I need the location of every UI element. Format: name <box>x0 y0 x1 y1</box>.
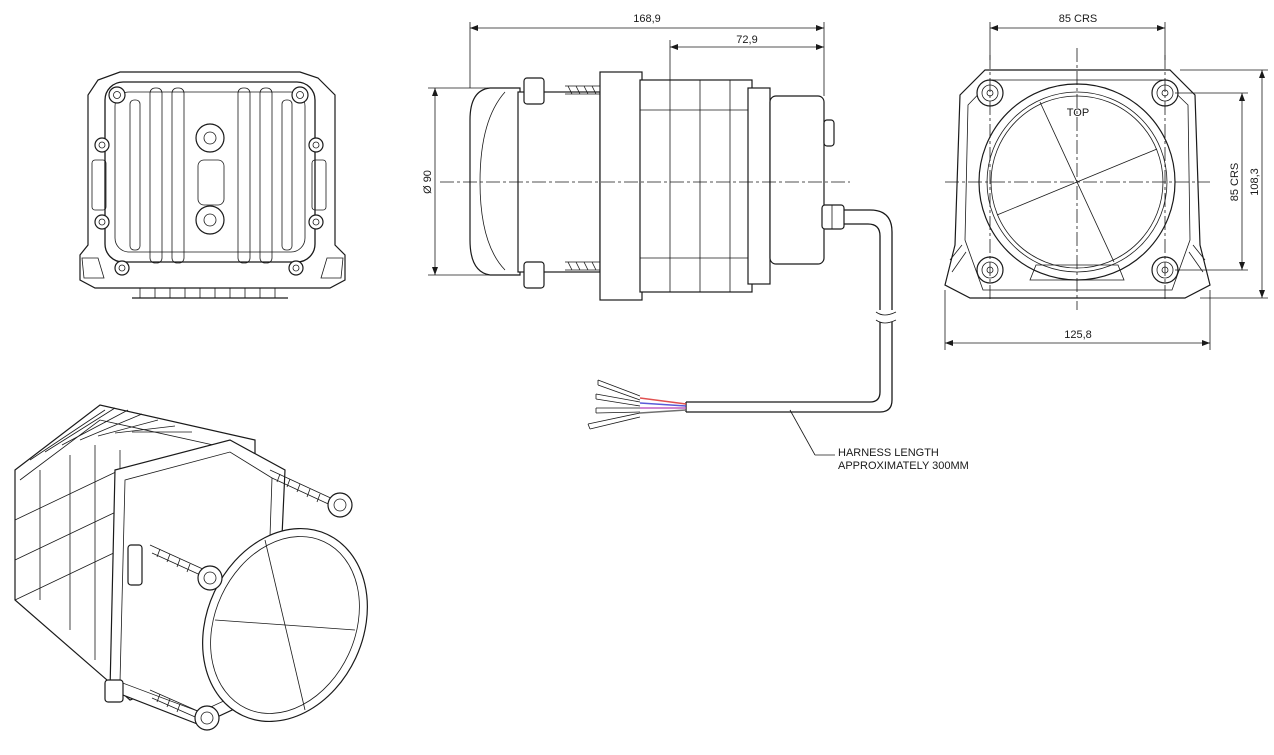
dim-crs-horizontal: 85 CRS <box>1059 13 1098 25</box>
dim-diameter: Ø 90 <box>422 170 434 194</box>
side-view <box>440 71 897 430</box>
rear-bottom-fins <box>132 288 288 299</box>
wire-2 <box>639 402 687 407</box>
rear-boss-top <box>195 123 225 153</box>
side-dimensions: 168,9 72,9 Ø 90 <box>422 13 825 276</box>
wire-4 <box>639 409 687 414</box>
rear-corner-screws <box>94 86 324 276</box>
wire-1 <box>639 397 687 405</box>
harness-callout: HARNESS LENGTH APPROXIMATELY 300MM <box>789 409 969 472</box>
dim-overall-width: 125,8 <box>1064 329 1092 341</box>
harness-label-line2: APPROXIMATELY 300MM <box>838 460 969 472</box>
iso-studs <box>149 469 353 731</box>
front-view: TOP <box>944 48 1211 310</box>
top-label: TOP <box>1067 107 1089 119</box>
rear-fins <box>129 87 293 264</box>
dim-housing-length: 72,9 <box>736 34 757 46</box>
side-housing <box>639 79 753 293</box>
side-threaded-studs <box>565 85 605 271</box>
dim-overall-height: 108,3 <box>1249 168 1261 196</box>
cable-gland <box>821 204 845 230</box>
side-lens <box>469 87 521 276</box>
harness-cable <box>685 209 897 413</box>
rear-boss-bottom <box>195 205 225 235</box>
dim-overall-length: 168,9 <box>633 13 661 25</box>
rear-view <box>79 71 346 299</box>
isometric-view <box>14 404 368 731</box>
side-rear-cap <box>769 95 825 265</box>
dim-crs-vertical: 85 CRS <box>1229 163 1241 202</box>
harness-label-line1: HARNESS LENGTH <box>838 447 939 459</box>
side-flange <box>599 71 643 301</box>
front-dimensions: 85 CRS 85 CRS 108,3 125,8 <box>944 13 1268 350</box>
wire-ends <box>587 379 687 430</box>
